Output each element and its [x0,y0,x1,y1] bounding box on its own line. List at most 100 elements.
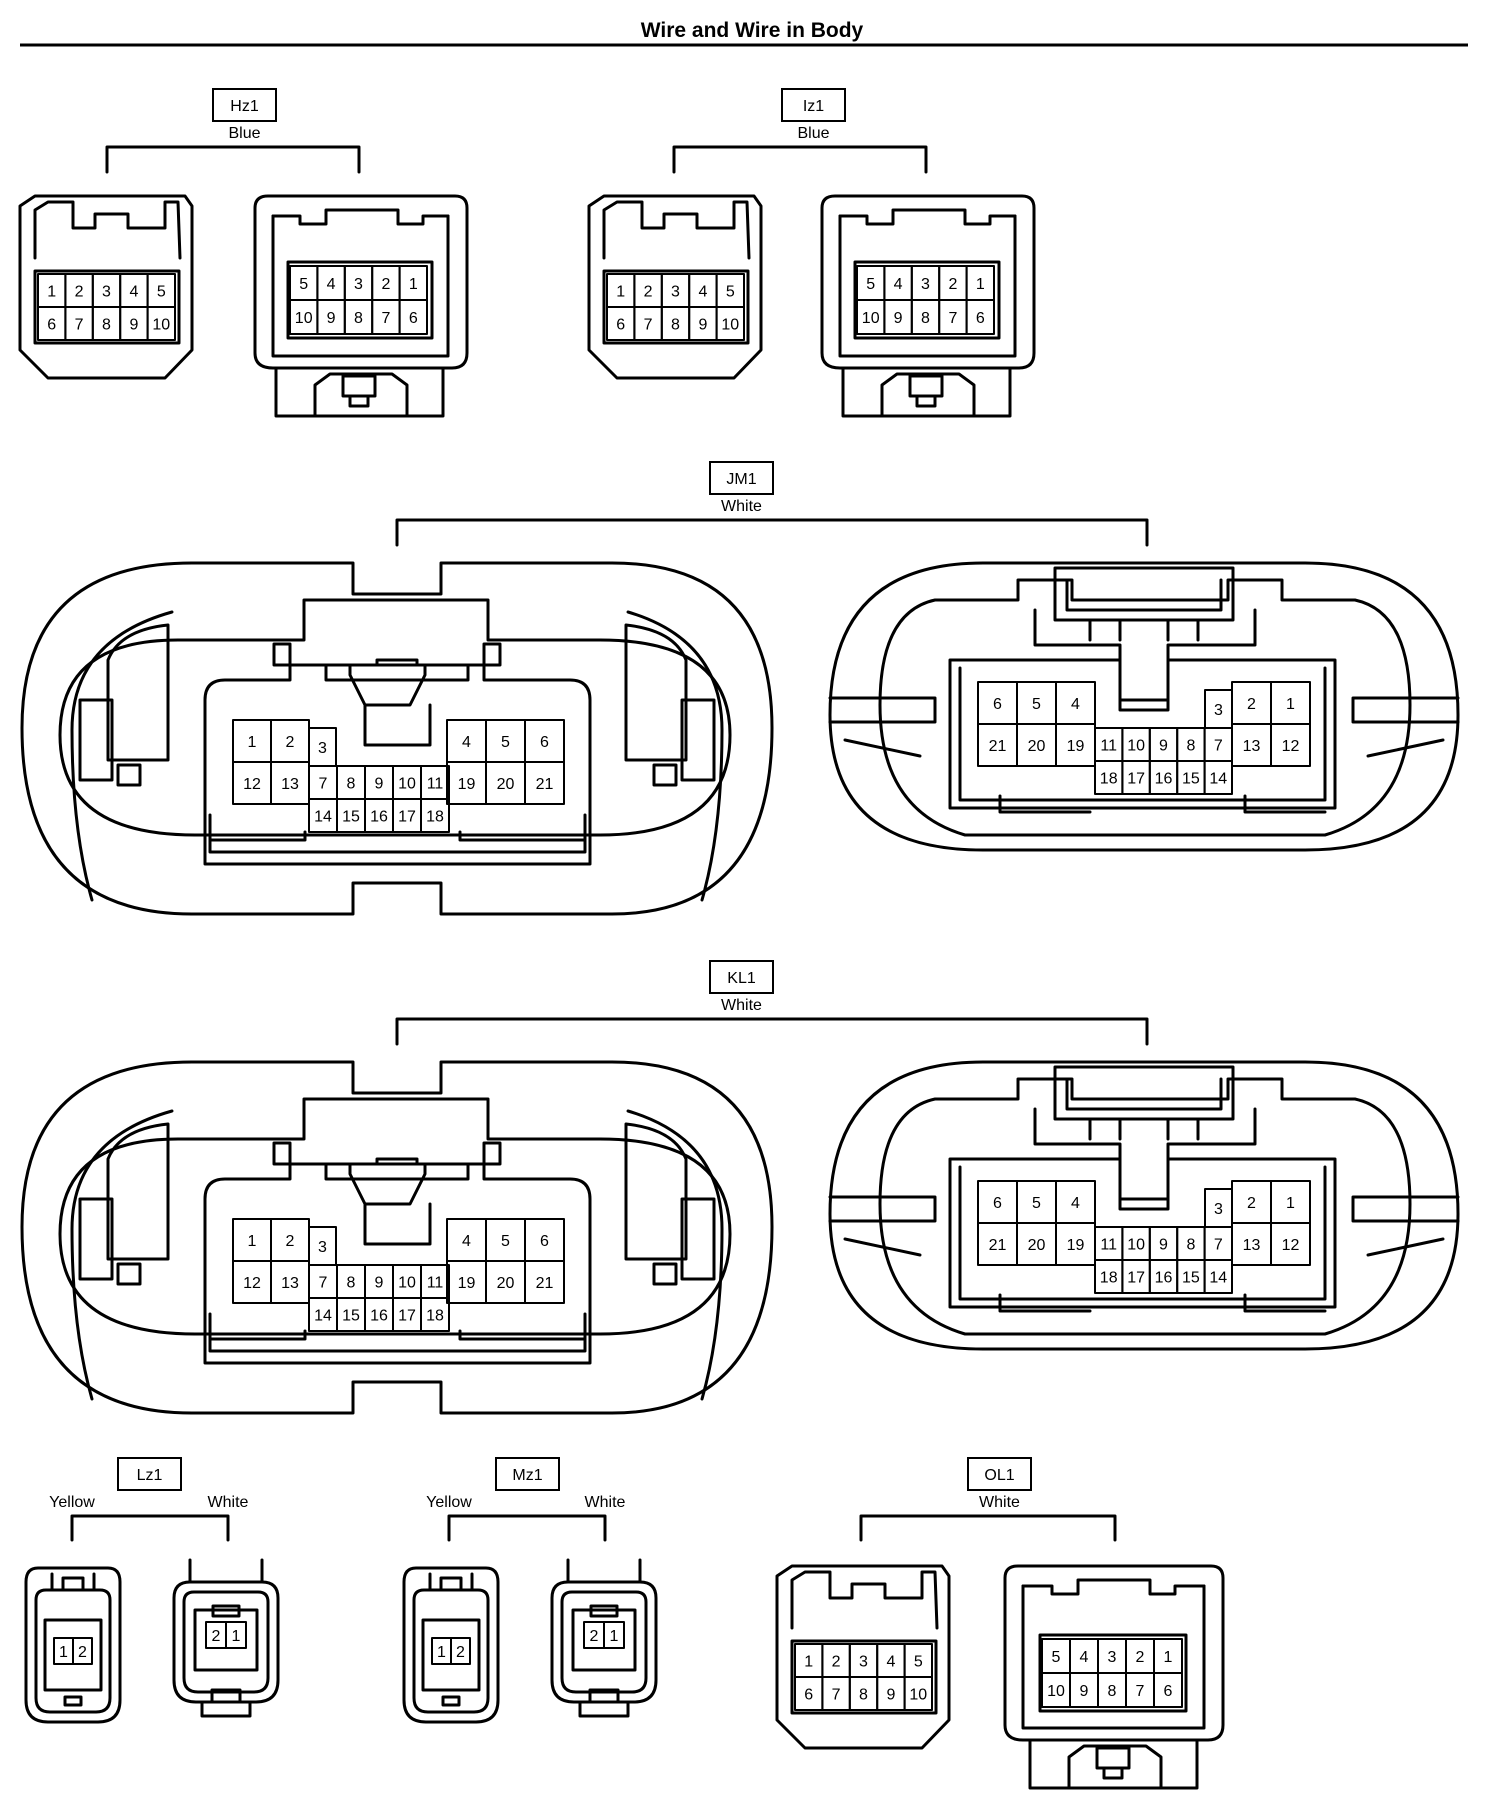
pin-cell: 10 [1121,727,1151,762]
pin-cell: 7 [1203,727,1233,762]
pin-number: 9 [886,1687,895,1704]
pin-number: 10 [398,776,416,793]
pin-number: 5 [914,1654,923,1671]
pin-cell: 16 [364,1297,394,1332]
bracket [447,1514,607,1542]
pin-number: 6 [616,317,625,334]
pin-number: 13 [281,776,299,793]
pin-cell: 6 [524,1218,565,1262]
pin-cell: 10 [903,1676,933,1711]
pin-number: 3 [318,740,327,757]
pin-number: 17 [1127,771,1145,788]
pin-cell: 2 [371,265,401,301]
pin-cell: 5 [485,719,526,763]
pin-number: 15 [342,1308,360,1325]
pin-number: 8 [347,776,356,793]
pin-cell: 9 [688,306,718,341]
pin-number: 8 [859,1687,868,1704]
pin-cell: 10 [1121,1226,1151,1261]
pin-number: 9 [375,1275,384,1292]
pin-number: 1 [248,734,257,751]
pin-cell: 6 [524,719,565,763]
pin-number: 2 [212,1628,221,1645]
pin-number: 2 [456,1644,465,1661]
pin-cell: 7 [821,1676,851,1711]
pin-number: 7 [644,317,653,334]
pin-number: 8 [1108,1683,1117,1700]
pin-number: 17 [1127,1270,1145,1287]
pin-number: 5 [726,284,735,301]
pin-number: 16 [1155,1270,1173,1287]
pin-cell: 17 [1121,1259,1151,1294]
pin-cell: 10 [289,299,319,335]
pin-cell: 2 [270,719,310,763]
pin-number: 5 [1032,696,1041,713]
pin-number: 10 [1127,1237,1145,1254]
pin-number: 5 [1052,1649,1061,1666]
pin-number: 2 [590,1628,599,1645]
pin-cell: 5 [289,265,319,301]
pin-number: 1 [409,276,418,293]
pin-number: 5 [501,1233,510,1250]
pin-cell: 2 [1231,1180,1272,1224]
pin-cell: 7 [371,299,401,335]
pin-cell: 14 [1203,1259,1233,1294]
connector-code: Hz1 [230,98,259,115]
pin-number: 4 [462,734,471,751]
pin-number: 3 [1214,702,1223,719]
pin-number: 5 [501,734,510,751]
pin-number: 6 [409,310,418,327]
connector-color-right: White [585,1494,626,1511]
pin-number: 2 [286,734,295,751]
pin-number: 2 [644,284,653,301]
pin-number: 19 [458,1275,476,1292]
pin-number: 2 [1247,696,1256,713]
pin-cell: 8 [1176,727,1206,762]
pin-number: 1 [976,276,985,293]
pin-cell: 16 [364,798,394,833]
pin-cell: 20 [1016,723,1057,767]
pin-number: 7 [75,317,84,334]
pin-number: 10 [721,317,739,334]
pin-number: 8 [921,310,930,327]
pin-cell: 4 [876,1643,906,1678]
pin-number: 3 [921,276,930,293]
pin-cell: 1 [431,1637,452,1665]
pin-number: 7 [319,1275,328,1292]
pin-cell: 5 [146,273,177,308]
pin-number: 21 [536,776,554,793]
connector-code: JM1 [726,471,756,488]
pin-cell: 17 [1121,760,1151,795]
connector-code-box [709,960,774,994]
pin-cell: 1 [603,1621,625,1649]
pin-cell: 3 [660,273,691,308]
connector-code: Mz1 [512,1467,542,1484]
pin-number: 2 [1247,1195,1256,1212]
pin-cell: 4 [119,273,149,308]
pin-cell: 1 [398,265,429,301]
pin-number: 2 [832,1654,841,1671]
pin-number: 6 [993,1195,1002,1212]
pin-cell: 5 [1016,681,1057,725]
pin-number: 10 [295,310,313,327]
pin-cell: 10 [856,299,886,335]
pin-cell: 21 [977,723,1018,767]
bracket [859,1514,1117,1542]
pin-number: 14 [1209,771,1227,788]
pin-cell: 15 [1176,1259,1206,1294]
connector-code: Iz1 [803,98,824,115]
pin-cell: 8 [910,299,941,335]
pin-cell: 9 [1148,727,1179,762]
connector-code-box [967,1457,1032,1491]
pin-number: 7 [1214,1237,1223,1254]
pin-cell: 9 [364,1264,394,1299]
pin-cell: 2 [583,1621,605,1649]
